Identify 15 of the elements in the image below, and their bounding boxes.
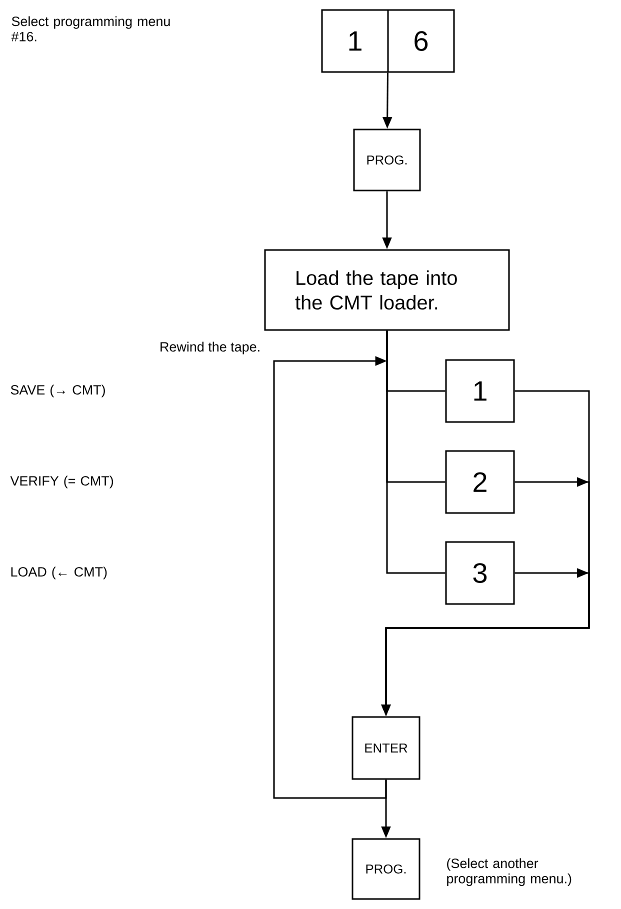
edge-label: Rewind the tape. (158, 340, 262, 356)
step-note: Select programming menu #16. (11, 16, 170, 42)
step-note: SAVE (→ CMT) (10, 384, 105, 398)
key-box: ENTER (352, 716, 420, 780)
step-box: Load the tape into the CMT loader. (264, 249, 510, 331)
step-note: VERIFY (= CMT) (10, 476, 114, 488)
key-box: 3 (445, 541, 515, 605)
key-box: 1 6 (321, 9, 455, 73)
key-box: 2 (445, 450, 515, 514)
arrow (273, 356, 387, 799)
step-note: LOAD (← CMT) (11, 566, 107, 580)
step-note: (Select another programming menu.) (447, 858, 572, 886)
key-box: PROG. (352, 838, 420, 900)
key-box: PROG. (353, 128, 421, 192)
key-box: 1 (445, 359, 515, 423)
